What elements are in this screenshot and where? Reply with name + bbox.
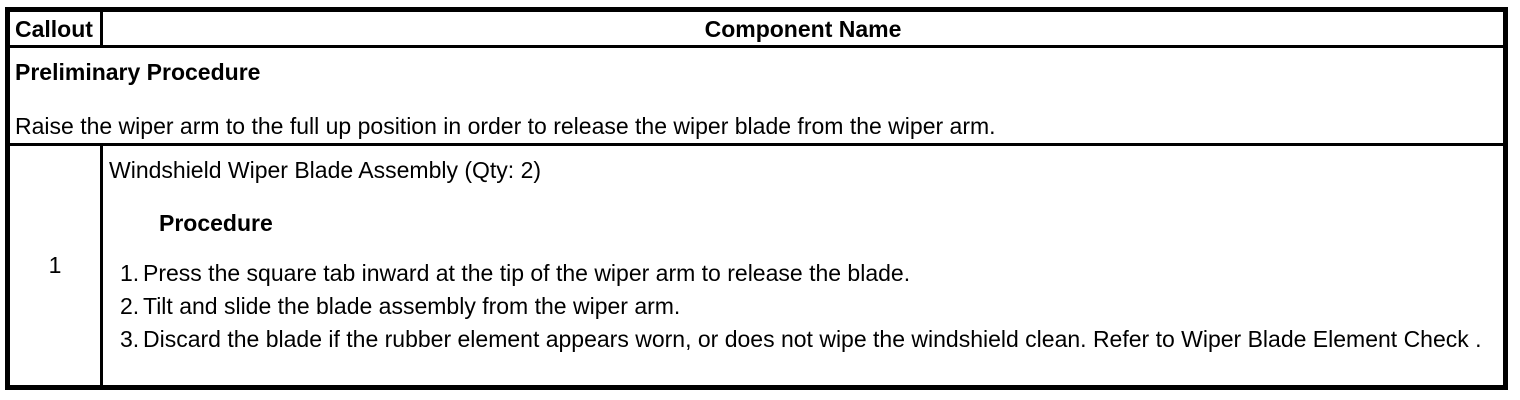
procedure-step: 2. Tilt and slide the blade assembly fro… — [109, 290, 1495, 323]
step-number: 1. — [120, 260, 140, 286]
step-number: 3. — [120, 326, 140, 352]
step-text: Tilt and slide the blade assembly from t… — [143, 293, 681, 319]
step-text: Discard the blade if the rubber element … — [143, 326, 1482, 352]
component-table: Callout Component Name Preliminary Proce… — [5, 7, 1508, 390]
header-callout: Callout — [10, 12, 103, 45]
component-cell: Windshield Wiper Blade Assembly (Qty: 2)… — [103, 146, 1503, 385]
table-row: 1 Windshield Wiper Blade Assembly (Qty: … — [10, 146, 1503, 385]
procedure-heading: Procedure — [159, 210, 273, 236]
callout-number: 1 — [48, 252, 62, 278]
preliminary-procedure-text: Raise the wiper arm to the full up posit… — [15, 113, 996, 139]
component-name: Windshield Wiper Blade Assembly (Qty: 2) — [109, 157, 542, 183]
preliminary-procedure-title: Preliminary Procedure — [15, 59, 261, 85]
step-text: Press the square tab inward at the tip o… — [143, 260, 911, 286]
step-number: 2. — [120, 293, 140, 319]
procedure-steps: 1. Press the square tab inward at the ti… — [109, 257, 1495, 356]
table-header-row: Callout Component Name — [10, 12, 1503, 48]
procedure-step: 3. Discard the blade if the rubber eleme… — [109, 323, 1495, 356]
procedure-step: 1. Press the square tab inward at the ti… — [109, 257, 1495, 290]
callout-number-cell: 1 — [10, 146, 103, 385]
preliminary-procedure-row: Preliminary Procedure Raise the wiper ar… — [10, 48, 1503, 146]
header-component-name: Component Name — [704, 16, 902, 42]
